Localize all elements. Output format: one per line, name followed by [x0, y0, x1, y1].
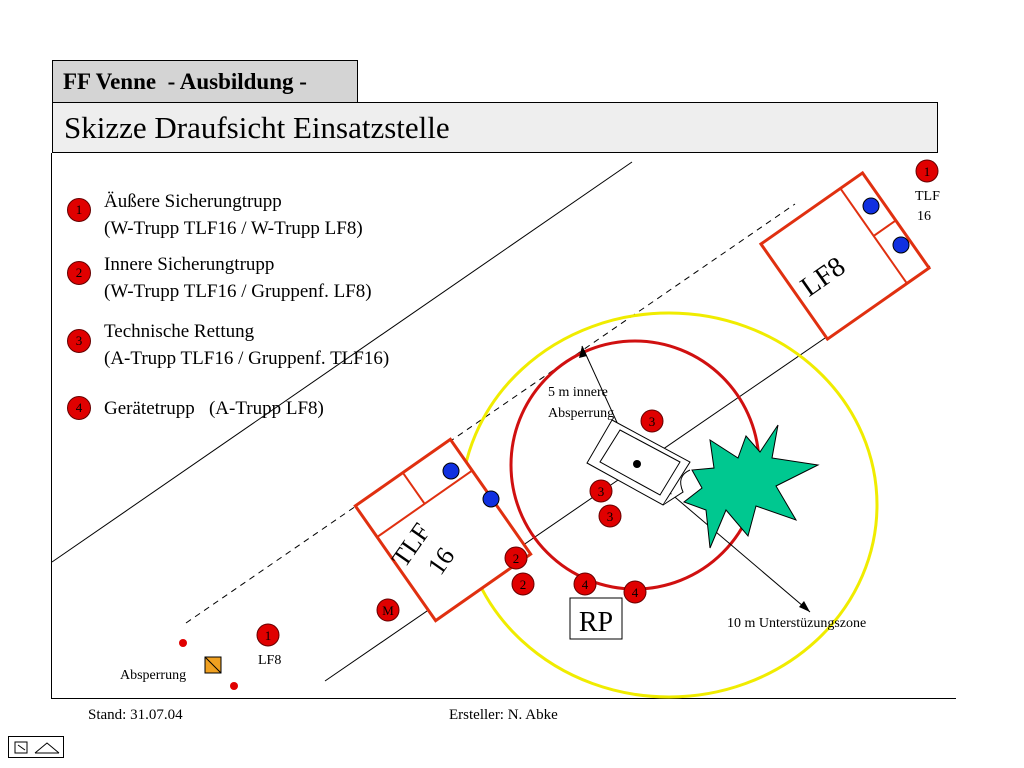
bottom-frame-line: [51, 698, 956, 699]
left-frame-line: [51, 153, 52, 699]
legend-badge: 4: [67, 396, 91, 420]
legend-badge: 3: [67, 329, 91, 353]
barrier-dot: [230, 682, 238, 690]
road-edge-line: [51, 161, 633, 563]
marker-badge: 3: [598, 504, 622, 528]
road-center-line: [185, 203, 796, 624]
footer-date: Stand: 31.07.04: [88, 707, 183, 723]
title-bar: Skizze Draufsicht Einsatzstelle: [52, 102, 938, 153]
marker-badge: 3: [640, 409, 664, 433]
label-top-tlf: 16: [917, 209, 931, 224]
label-support-zone: 10 m Unterstüzungszone: [727, 616, 866, 631]
barrier-dot: [179, 639, 187, 647]
legend-line-1: Innere Sicherungtrupp: [104, 254, 275, 275]
svg-text:M: M: [382, 603, 394, 618]
marker-badge: 3: [589, 479, 613, 503]
svg-text:3: 3: [598, 484, 605, 499]
marker-badge: 4: [623, 580, 647, 604]
label-barrier: Absperrung: [120, 668, 186, 683]
marker-badge: 2: [511, 572, 535, 596]
legend-badge: 1: [67, 198, 91, 222]
header-tab: FF Venne - Ausbildung -: [52, 60, 358, 102]
label-bottom-lf8: LF8: [258, 653, 281, 668]
support-zone-circle: [459, 311, 879, 699]
legend-line-1: Gerätetrupp (A-Trupp LF8): [104, 398, 324, 419]
svg-text:2: 2: [513, 551, 520, 566]
legend-line-1: Technische Rettung: [104, 321, 255, 342]
page-title: Skizze Draufsicht Einsatzstelle: [64, 110, 450, 145]
marker-badge: 1: [256, 623, 280, 647]
legend-line-2: (A-Trupp TLF16 / Gruppenf. TLF16): [104, 348, 390, 369]
svg-text:3: 3: [649, 414, 656, 429]
slide-nav-button[interactable]: [8, 736, 64, 758]
slide-nav-icon: [14, 741, 60, 754]
rp-label: RP: [579, 607, 613, 638]
blue-light-icon: [482, 490, 500, 508]
arrow-head: [799, 601, 810, 612]
svg-text:1: 1: [265, 628, 272, 643]
rp-box: [569, 597, 623, 640]
legend-line-2: (W-Trupp TLF16 / W-Trupp LF8): [104, 218, 363, 239]
svg-text:4: 4: [582, 577, 589, 592]
marker-badge: 2: [504, 546, 528, 570]
label-inner-zone: Absperrung: [548, 406, 614, 421]
blue-light-icon: [442, 462, 460, 480]
svg-text:3: 3: [607, 509, 614, 524]
svg-text:4: 4: [632, 585, 639, 600]
label-inner-zone: 5 m innere: [548, 385, 608, 400]
svg-text:2: 2: [520, 577, 527, 592]
marker-badge: 4: [573, 572, 597, 596]
label-top-tlf: TLF: [915, 189, 940, 204]
legend-badge: 2: [67, 261, 91, 285]
blue-light-icon: [892, 236, 910, 254]
crashed-car-icon: [586, 419, 691, 506]
marker-badge: M: [376, 598, 400, 622]
legend-line-1: Äußere Sicherungtrupp: [104, 191, 282, 212]
legend-line-2: (W-Trupp TLF16 / Gruppenf. LF8): [104, 281, 372, 302]
footer-author: Ersteller: N. Abke: [449, 707, 558, 723]
fire-icon: [682, 424, 820, 549]
arrow-head: [579, 346, 587, 358]
tab-title: FF Venne - Ausbildung -: [63, 69, 307, 94]
vehicle-tlf16: TLF 16: [353, 437, 533, 623]
blue-light-icon: [862, 197, 880, 215]
marker-badge: 1: [915, 159, 939, 183]
svg-text:1: 1: [924, 164, 931, 179]
vehicle-lf8: LF8: [758, 170, 932, 342]
